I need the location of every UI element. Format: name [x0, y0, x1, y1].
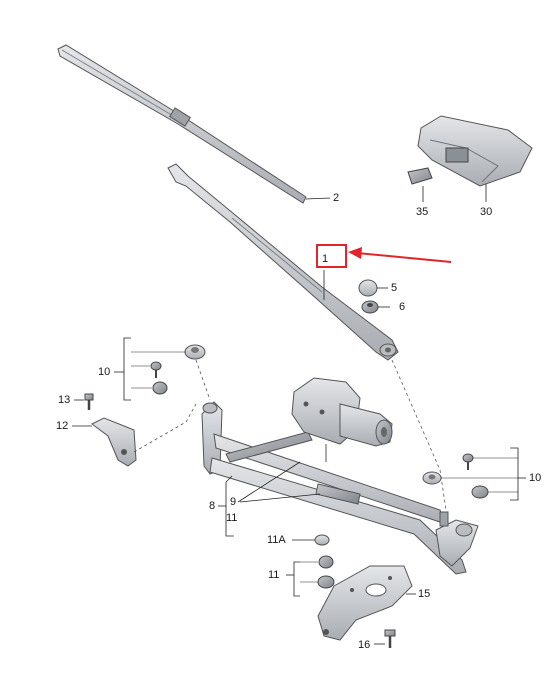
cap-and-nut: [358, 279, 390, 314]
callout-12: 12: [56, 420, 69, 432]
control-module: [407, 115, 533, 202]
callout-30: 30: [480, 206, 493, 218]
wiper-blade: [57, 44, 331, 204]
callout-5: 5: [391, 282, 398, 294]
linkage-callout-lines: [218, 461, 321, 537]
callout-16: 16: [358, 639, 371, 651]
wiper-motor: [291, 377, 393, 462]
callout-10-left: 10: [98, 366, 111, 378]
lower-bolt-group: [286, 534, 335, 597]
left-bolt-group: [114, 337, 206, 401]
callout-8: 8: [209, 500, 216, 512]
callout-11a: 11A: [267, 534, 286, 546]
highlight-annotation: [316, 244, 452, 268]
bracket-and-bolt: [72, 393, 197, 467]
callout-35: 35: [416, 206, 429, 218]
right-bolt-group: [422, 447, 526, 501]
callout-6: 6: [399, 301, 406, 313]
wiper-linkage: [195, 359, 479, 575]
callout-10-right: 10: [529, 472, 542, 484]
callout-11-upper: 11: [226, 512, 238, 524]
callout-1: 1: [322, 253, 329, 265]
callout-15: 15: [418, 588, 431, 600]
callout-9: 9: [230, 496, 237, 508]
callout-2: 2: [333, 192, 340, 204]
wiper-arm: [167, 163, 399, 361]
callout-11-lower: 11: [268, 569, 280, 581]
callout-13: 13: [58, 394, 71, 406]
bracket-plate: [317, 565, 416, 648]
